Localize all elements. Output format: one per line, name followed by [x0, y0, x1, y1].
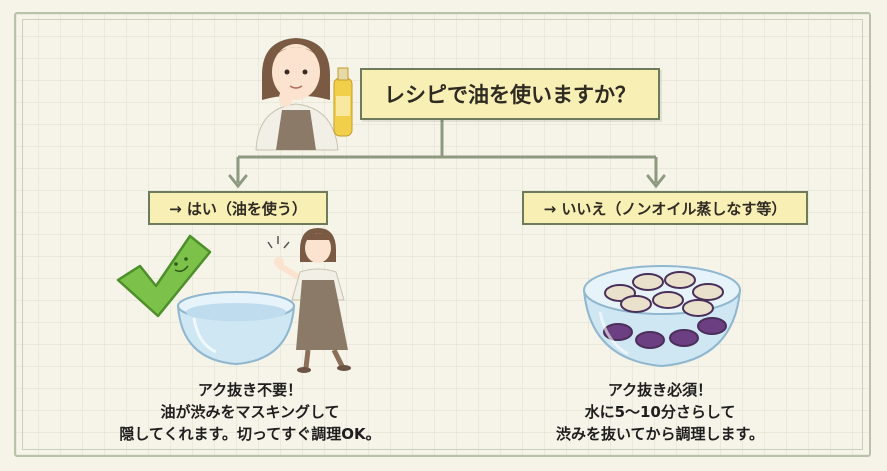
- option-no-label: → いいえ（ノンオイル蒸しなす等）: [543, 199, 787, 218]
- option-yes-box: → はい（油を使う）: [148, 191, 328, 225]
- option-yes-label: → はい（油を使う）: [169, 199, 307, 218]
- flow-connector: [236, 120, 658, 183]
- arrow-down-icon: [228, 174, 248, 189]
- no-caption: アク抜き必須！ 水に5〜10分さらして 渋みを抜いてから調理します。: [480, 379, 840, 445]
- option-no-box: → いいえ（ノンオイル蒸しなす等）: [522, 191, 808, 225]
- caption-line: 油が渋みをマスキングして: [160, 403, 340, 421]
- waving-woman-icon: [267, 228, 351, 373]
- glass-bowl-water-icon: [176, 291, 296, 366]
- inner-frame: [22, 19, 863, 450]
- green-check-icon: [116, 234, 212, 318]
- question-text: レシピで油を使いますか？: [384, 83, 636, 107]
- caption-line: 隠してくれます。切ってすぐ調理OK。: [119, 425, 381, 443]
- caption-line: 水に5〜10分さらして: [584, 403, 736, 421]
- caption-line: アク抜き必須！: [607, 381, 713, 399]
- question-box: レシピで油を使いますか？: [360, 68, 660, 120]
- caption-line: 渋みを抜いてから調理します。: [555, 425, 765, 443]
- arrow-down-icon: [646, 174, 666, 189]
- yes-caption: アク抜き不要！ 油が渋みをマスキングして 隠してくれます。切ってすぐ調理OK。: [60, 379, 440, 445]
- woman-holding-oil-bottle-icon: [255, 38, 353, 151]
- bowl-eggplant-soaking-icon: [582, 265, 742, 368]
- caption-line: アク抜き不要！: [197, 381, 303, 399]
